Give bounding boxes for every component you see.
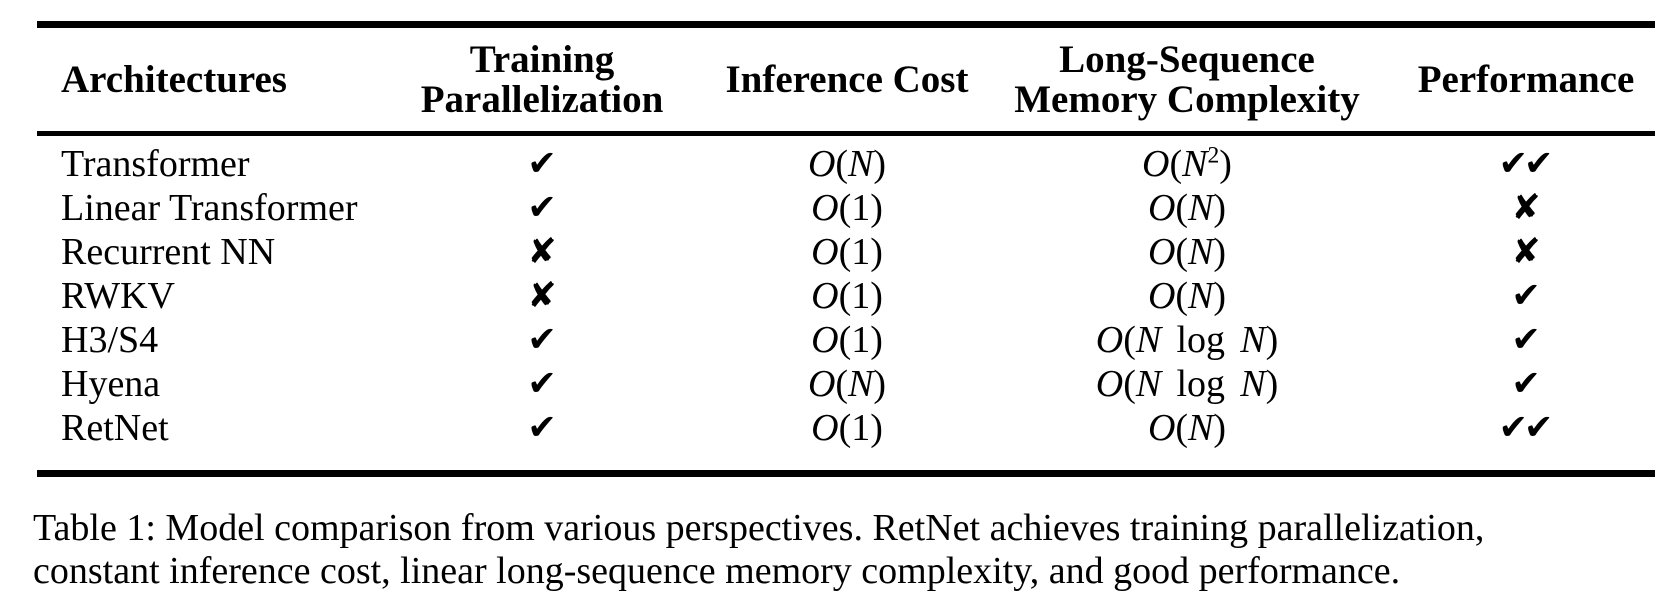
table-body: Transformer ✔ O(N) O(N2) ✔✔ Linear Trans… [37, 134, 1655, 474]
inference-cost-cell: O(N) [807, 142, 887, 185]
caption-line: Table 1: Model comparison from various p… [33, 507, 1485, 549]
architecture-name-cell: RetNet [61, 406, 169, 449]
architecture-name-cell: Recurrent NN [61, 230, 276, 273]
architecture-name-cell: Hyena [61, 362, 161, 405]
column-header-performance: Performance [1397, 24, 1655, 136]
header-line: Performance [1417, 57, 1635, 101]
inference-cost-cell: O(N) [807, 362, 887, 405]
architecture-name-cell: Linear Transformer [61, 186, 358, 229]
inference-cost-cell: O(1) [811, 186, 883, 229]
performance-cell: ✘ [1397, 186, 1655, 230]
double-check-icon: ✔✔ [1498, 144, 1554, 184]
table-row-hyena: Hyena ✔ O(N) O(N log N) ✔ [37, 362, 1655, 406]
memory-complexity-cell: O(N) [1147, 274, 1227, 317]
table-row-recurrent-nn: Recurrent NN ✘ O(1) O(N) ✘ [37, 230, 1655, 274]
comparison-table: Architectures Training Parallelization I… [37, 21, 1655, 477]
architecture-name-cell: Transformer [61, 142, 250, 185]
check-icon: ✔ [527, 144, 556, 184]
header-line: Memory Complexity [1014, 77, 1360, 121]
header-row: Architectures Training Parallelization I… [37, 24, 1655, 136]
inference-cost-cell: O(1) [811, 318, 883, 361]
column-header-inference-cost: Inference Cost [717, 24, 977, 136]
cross-icon: ✘ [1511, 188, 1540, 228]
check-icon: ✔ [527, 364, 556, 404]
header-line: Parallelization [420, 77, 664, 121]
training-parallelization-cell: ✔ [367, 406, 717, 474]
performance-cell: ✔✔ [1397, 406, 1655, 474]
inference-cost-cell: O(1) [811, 406, 883, 449]
caption-line: constant inference cost, linear long-seq… [33, 550, 1401, 592]
double-check-icon: ✔✔ [1498, 408, 1554, 448]
table-row-linear-transformer: Linear Transformer ✔ O(1) O(N) ✘ [37, 186, 1655, 230]
check-icon: ✔ [1511, 320, 1540, 360]
performance-cell: ✔ [1397, 318, 1655, 362]
training-parallelization-cell: ✔ [367, 134, 717, 187]
memory-complexity-cell: O(N2) [1142, 141, 1232, 185]
cross-icon: ✘ [527, 276, 556, 316]
column-header-training-parallelization: Training Parallelization [367, 24, 717, 136]
training-parallelization-cell: ✘ [367, 230, 717, 274]
training-parallelization-cell: ✔ [367, 362, 717, 406]
column-header-memory-complexity: Long-Sequence Memory Complexity [977, 24, 1397, 136]
table-row-transformer: Transformer ✔ O(N) O(N2) ✔✔ [37, 134, 1655, 187]
performance-cell: ✔ [1397, 274, 1655, 318]
table-row-retnet: RetNet ✔ O(1) O(N) ✔✔ [37, 406, 1655, 474]
column-header-architectures: Architectures [37, 24, 367, 136]
architecture-name-cell: H3/S4 [61, 318, 159, 361]
inference-cost-cell: O(1) [811, 230, 883, 273]
memory-complexity-cell: O(N) [1147, 186, 1227, 229]
check-icon: ✔ [1511, 364, 1540, 404]
memory-complexity-cell: O(N) [1147, 230, 1227, 273]
inference-cost-cell: O(1) [811, 274, 883, 317]
header-line: Inference Cost [725, 57, 969, 101]
memory-complexity-cell: O(N log N) [1095, 362, 1279, 405]
check-icon: ✔ [527, 320, 556, 360]
table-caption: Table 1: Model comparison from various p… [33, 507, 1677, 593]
training-parallelization-cell: ✔ [367, 186, 717, 230]
architecture-name-cell: RWKV [61, 274, 175, 317]
performance-cell: ✘ [1397, 230, 1655, 274]
cross-icon: ✘ [1511, 232, 1540, 272]
check-icon: ✔ [527, 408, 556, 448]
table-header: Architectures Training Parallelization I… [37, 24, 1655, 136]
check-icon: ✔ [527, 188, 556, 228]
memory-complexity-cell: O(N) [1147, 406, 1227, 449]
training-parallelization-cell: ✘ [367, 274, 717, 318]
performance-cell: ✔✔ [1397, 134, 1655, 187]
table-row-h3-s4: H3/S4 ✔ O(1) O(N log N) ✔ [37, 318, 1655, 362]
memory-complexity-cell: O(N log N) [1095, 318, 1279, 361]
check-icon: ✔ [1511, 276, 1540, 316]
header-line: Architectures [61, 57, 287, 101]
table-row-rwkv: RWKV ✘ O(1) O(N) ✔ [37, 274, 1655, 318]
header-line: Long-Sequence [1059, 37, 1315, 81]
training-parallelization-cell: ✔ [367, 318, 717, 362]
header-line: Training [469, 37, 615, 81]
cross-icon: ✘ [527, 232, 556, 272]
performance-cell: ✔ [1397, 362, 1655, 406]
